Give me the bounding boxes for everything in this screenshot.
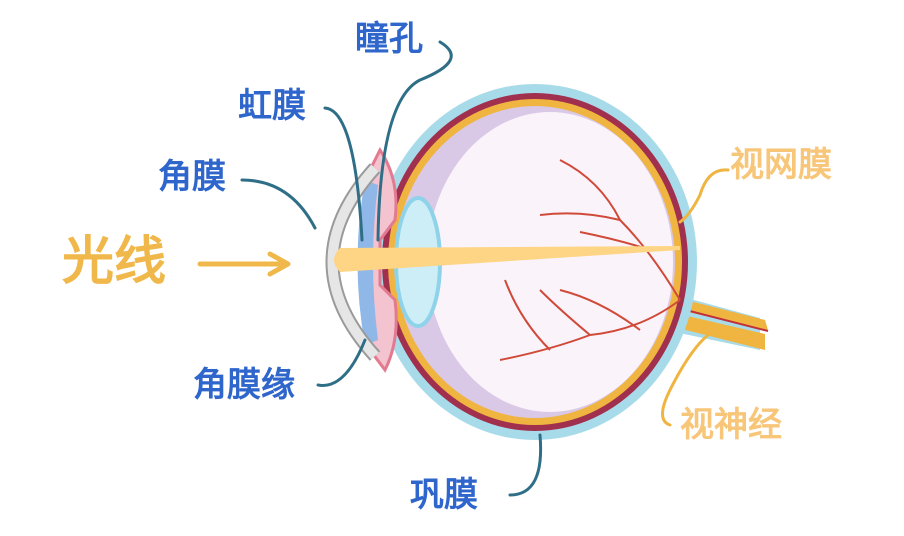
ciliary-body [368,147,398,373]
leader-optic-nerve [661,333,710,427]
label-sclera: 巩膜 [410,475,478,515]
leader-pupil [376,40,453,242]
label-cornea: 角膜 [158,157,226,197]
label-pupil: 瞳孔 [355,19,423,59]
leader-limbus [316,338,367,387]
label-light: 光线 [62,232,167,292]
vitreous [427,112,673,412]
leader-retina [678,168,730,224]
leader-iris [323,106,364,242]
label-iris: 虹膜 [238,86,306,126]
leader-sclera [508,433,543,497]
label-retina: 视网膜 [730,145,832,185]
label-optic-nerve: 视神经 [680,405,782,445]
label-limbus: 角膜缘 [193,365,295,405]
arrow-icon [197,251,291,277]
retinal-vessels [499,159,681,361]
leader-cornea [240,178,317,230]
light-beam [334,246,680,272]
